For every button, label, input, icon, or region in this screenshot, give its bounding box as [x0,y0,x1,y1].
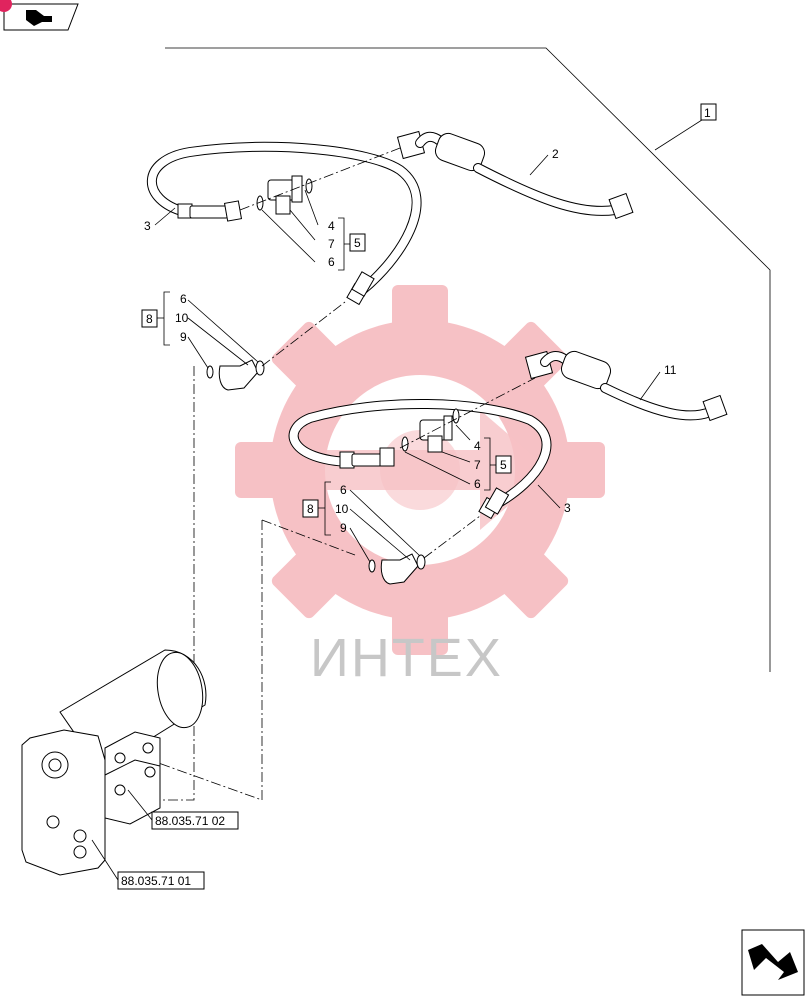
svg-text:11: 11 [664,363,677,377]
svg-text:3: 3 [564,501,571,515]
hose-11 [524,350,728,422]
watermark-text: ИНТЕХ [310,628,503,688]
upper-tee-fitting [256,175,313,215]
svg-text:4: 4 [328,219,335,233]
next-page-button[interactable] [741,929,805,996]
lower-hose-3 [288,399,552,520]
lower-elbow-fitting [368,553,426,585]
callout-hose-2: 2 [529,147,559,176]
reference-88-035-71-02[interactable]: 88.035.71 02 [127,789,239,830]
svg-text:6: 6 [340,483,347,497]
upper-tee-callouts: 4 7 6 5 [261,189,366,271]
svg-text:3: 3 [144,219,151,233]
upper-elbow-callouts: 8 6 10 9 [141,291,259,369]
svg-text:7: 7 [328,237,335,251]
svg-text:1: 1 [704,106,711,120]
svg-text:10: 10 [335,502,349,516]
svg-text:10: 10 [175,311,189,325]
callout-hose-3-lower: 3 [537,484,571,515]
svg-text:9: 9 [180,330,187,344]
svg-text:8: 8 [146,312,153,326]
callout-group-1: 1 [700,103,717,121]
svg-text:4: 4 [474,439,481,453]
watermark-gear-icon [235,285,605,655]
upper-hose-3 [146,141,422,306]
route-line-lower [261,519,356,556]
svg-text:9: 9 [340,521,347,535]
svg-text:6: 6 [328,255,335,269]
valve-assembly [21,649,207,876]
lower-center-line [399,377,536,449]
previous-page-arrow-icon [26,10,52,26]
callout-hose-11: 11 [639,363,677,401]
upper-elbow-fitting [206,359,265,391]
svg-text:6: 6 [180,292,187,306]
lower-tee-callouts: 4 7 6 5 [404,424,512,491]
svg-text:88.035.71 01: 88.035.71 01 [121,874,191,888]
svg-text:6: 6 [474,477,481,491]
svg-text:5: 5 [500,458,507,472]
svg-text:8: 8 [307,502,314,516]
corner-badge-icon [0,0,12,12]
route-line-lower-b [149,520,263,801]
lower-elbow-line [423,515,481,559]
reference-88-035-71-01[interactable]: 88.035.71 01 [91,839,205,890]
callout-hose-3-upper: 3 [144,207,176,233]
svg-text:88.035.71 02: 88.035.71 02 [155,814,225,828]
svg-text:7: 7 [474,458,481,472]
previous-page-button[interactable] [0,0,79,31]
lower-elbow-callouts: 8 6 10 9 [302,481,421,563]
group-1-outline [165,47,771,672]
svg-text:5: 5 [354,236,361,250]
svg-text:2: 2 [552,147,559,161]
upper-center-line [239,147,401,211]
next-page-arrow-icon [748,944,798,980]
hose-2 [396,130,634,220]
